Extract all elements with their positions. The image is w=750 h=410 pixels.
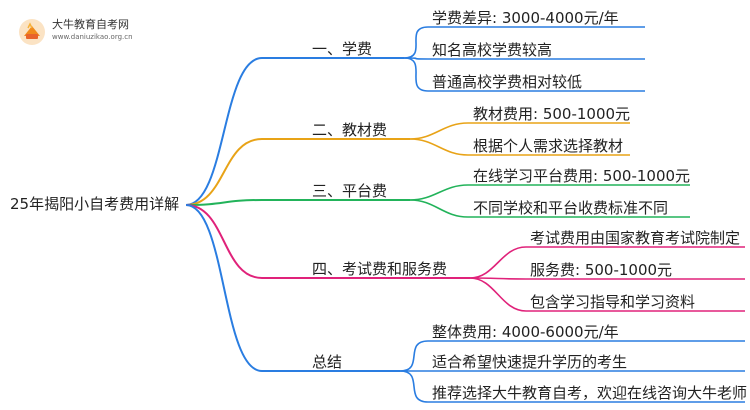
leaf-connector-5-3 [399, 370, 745, 403]
branch-connector-5 [185, 204, 400, 372]
leaf-connector-2-1 [409, 122, 630, 140]
leaf-summary-1: 整体费用: 4000-6000元/年 [432, 323, 619, 341]
branch-connector-3 [185, 199, 410, 206]
branch-platform: 三、平台费 [312, 182, 388, 200]
leaf-exam-3: 包含学习指导和学习资料 [530, 293, 696, 311]
branch-textbook: 二、教材费 [312, 121, 388, 139]
leaf-textbook-2: 根据个人需求选择教材 [473, 137, 624, 155]
leaf-connector-3-1 [409, 184, 690, 201]
branch-exam-service: 四、考试费和服务费 [312, 260, 448, 278]
leaf-summary-3: 推荐选择大牛教育自考，欢迎在线咨询大牛老师 [432, 384, 748, 402]
book-logo-icon [19, 19, 45, 45]
branch-connector-2 [185, 138, 410, 206]
leaf-connector-4-3 [469, 277, 745, 312]
logo-url: www.daniuzikao.org.cn [52, 33, 133, 41]
leaf-connector-5-1 [399, 340, 745, 372]
branch-connector-1 [185, 57, 404, 206]
leaf-connector-4-1 [469, 246, 745, 279]
leaf-tuition-2: 知名高校学费较高 [432, 41, 553, 59]
leaf-connector-4-2 [469, 277, 745, 280]
leaf-platform-1: 在线学习平台费用: 500-1000元 [473, 167, 691, 185]
leaf-exam-2: 服务费: 500-1000元 [530, 261, 673, 279]
root-topic: 25年揭阳小自考费用详解 [10, 195, 180, 213]
branch-connector-4 [185, 204, 470, 279]
leaf-tuition-1: 学费差异: 3000-4000元/年 [432, 9, 619, 27]
leaf-summary-2: 适合希望快速提升学历的考生 [432, 353, 628, 371]
leaf-textbook-1: 教材费用: 500-1000元 [473, 105, 631, 123]
leaf-platform-2: 不同学校和平台收费标准不同 [473, 199, 669, 217]
leaf-connector-3-2 [409, 199, 690, 218]
leaf-connector-1-3 [403, 57, 645, 92]
branch-tuition: 一、学费 [312, 40, 373, 58]
leaf-exam-1: 考试费用由国家教育考试院制定 [530, 229, 741, 247]
leaf-connector-2-2 [409, 138, 630, 156]
leaf-connector-1-2 [403, 57, 645, 60]
leaf-tuition-3: 普通高校学费相对较低 [432, 73, 583, 91]
site-logo: 大牛教育自考网 www.daniuzikao.org.cn [18, 16, 158, 50]
leaf-connector-1-1 [403, 26, 645, 59]
logo-title: 大牛教育自考网 [52, 18, 129, 31]
branch-summary: 总结 [312, 353, 343, 371]
